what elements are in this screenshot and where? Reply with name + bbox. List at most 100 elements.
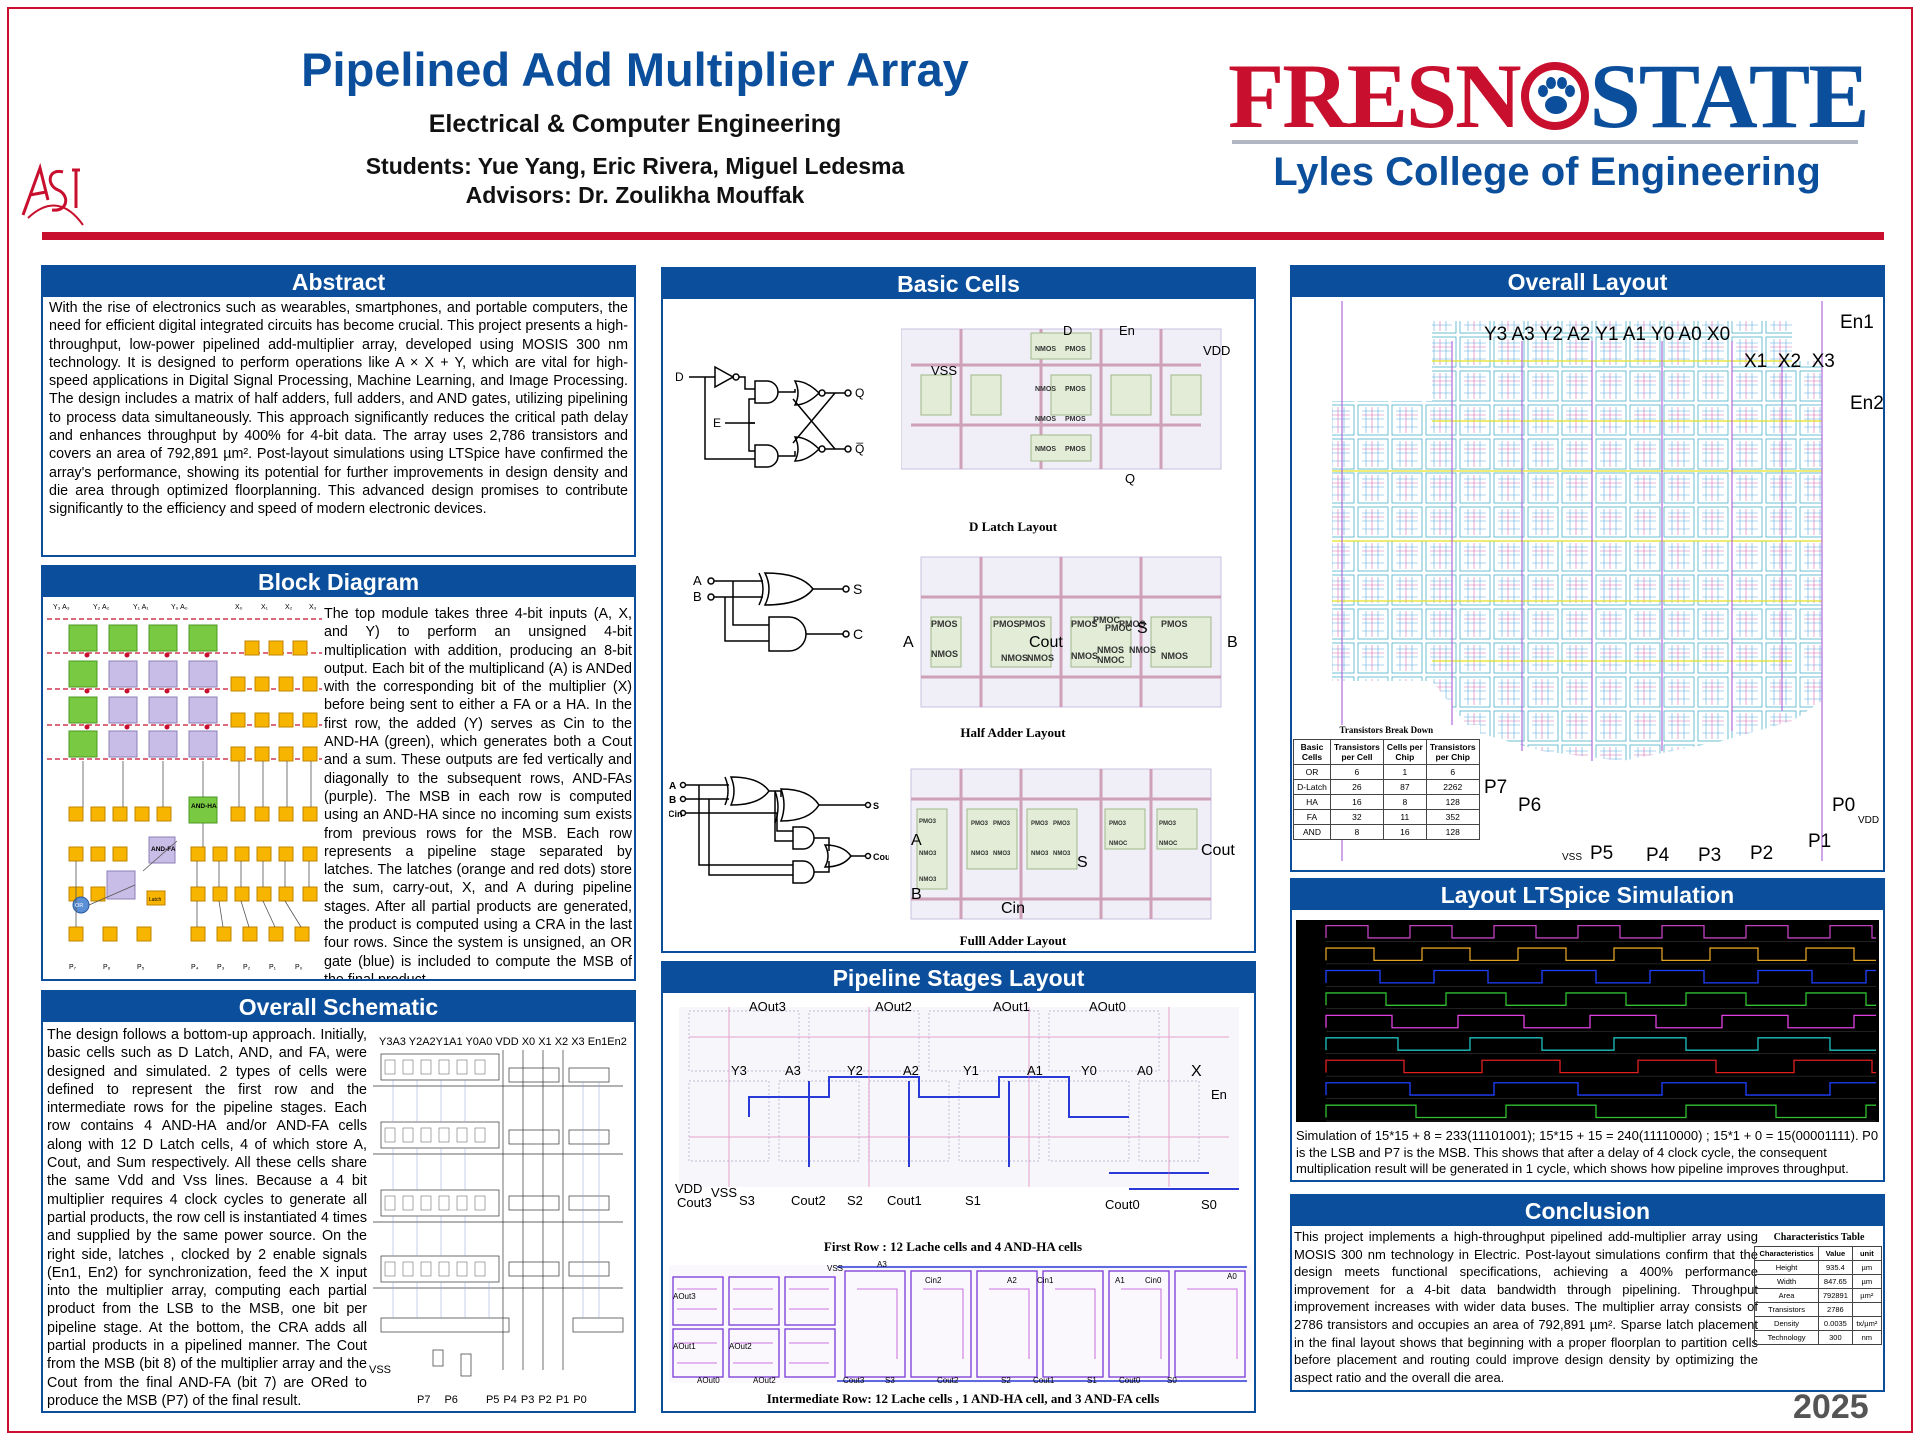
layout-top-labels: Y3 A3 Y2 A2 Y1 A1 Y0 A0 X0 [1484, 324, 1731, 345]
svg-text:Cin: Cin [669, 809, 683, 819]
svg-text:AOut3: AOut3 [673, 1292, 696, 1301]
waveform-trace [1325, 924, 1876, 939]
basic-cells-heading: Basic Cells [663, 269, 1254, 299]
svg-text:PMOC: PMOC [1105, 623, 1133, 633]
svg-text:P₃: P₃ [217, 964, 225, 971]
svg-text:PMOS: PMOS [1019, 619, 1046, 629]
svg-text:Y₀ A₀: Y₀ A₀ [171, 604, 188, 611]
svg-text:D: D [675, 370, 684, 384]
svg-text:S: S [1077, 854, 1088, 871]
d-latch-schematic: D E Q Q̅ [675, 365, 864, 468]
svg-text:NMOS: NMOS [1071, 651, 1098, 661]
svg-text:PMOS: PMOS [1119, 619, 1146, 629]
poster-title: Pipelined Add Multiplier Array [301, 43, 969, 96]
overall-schematic-heading: Overall Schematic [43, 992, 634, 1022]
latch-label: Latch [149, 897, 161, 903]
svg-text:S0: S0 [1167, 1376, 1177, 1385]
svg-text:PMOS: PMOS [1065, 346, 1086, 353]
advisors: Advisors: Dr. Zoulikha Mouffak [465, 182, 805, 208]
svg-text:PMOS: PMOS [993, 619, 1020, 629]
svg-text:A: A [669, 781, 676, 792]
svg-text:Cin0: Cin0 [1145, 1276, 1162, 1285]
svg-text:NMOS: NMOS [931, 649, 958, 659]
half-adder-caption: Half Adder Layout [960, 725, 1066, 740]
transistor-breakdown: Transistors Break Down Basic Cells Trans… [1293, 725, 1480, 840]
svg-text:X₁: X₁ [261, 604, 269, 611]
svg-text:Cout: Cout [873, 852, 889, 862]
pipeline-panel: Pipeline Stages Layout AOut3 AOut2 AOut1… [661, 961, 1256, 1413]
svg-text:NMOC: NMOC [1109, 841, 1128, 847]
ltspice-text: Simulation of 15*15 + 8 = 233(11101001);… [1296, 1128, 1879, 1176]
svg-text:NMO3: NMO3 [1053, 851, 1071, 857]
svg-text:P₂: P₂ [243, 964, 251, 971]
header-rule [42, 232, 1884, 240]
svg-text:PMOS: PMOS [1065, 416, 1086, 423]
svg-text:NMOS: NMOS [1129, 645, 1156, 655]
waveform-trace [1325, 1082, 1876, 1096]
svg-text:NMOC: NMOC [1097, 655, 1125, 665]
transistor-table: Basic Cells Transistors per Cell Cells p… [1293, 739, 1480, 840]
full-adder-caption: Fulll Adder Layout [959, 933, 1067, 948]
year: 2025 [1793, 1388, 1869, 1426]
layout-en1-label: En1 [1840, 312, 1874, 333]
svg-text:Cout1: Cout1 [1033, 1376, 1055, 1385]
svg-text:Cin: Cin [1001, 900, 1025, 917]
overall-layout-panel: Overall Layout Y3 A3 Y2 A2 Y1 A1 Y0 A0 X… [1290, 265, 1885, 872]
waveform-trace [1325, 1014, 1876, 1029]
svg-text:Y₂ A₂: Y₂ A₂ [93, 604, 110, 611]
and-ha-label: AND-HA [191, 803, 217, 810]
first-row-layout [679, 1007, 1239, 1190]
svg-text:NMOS: NMOS [1001, 653, 1028, 663]
svg-text:A3: A3 [877, 1260, 887, 1269]
transistor-table-title: Transistors Break Down [1339, 725, 1434, 735]
waveform-trace [1325, 1037, 1876, 1051]
students: Students: Yue Yang, Eric Rivera, Miguel … [365, 153, 905, 179]
svg-text:NMO3: NMO3 [919, 877, 937, 883]
d-latch-caption: D Latch Layout [968, 519, 1058, 534]
svg-text:A: A [693, 573, 702, 588]
svg-text:P₅: P₅ [137, 964, 145, 971]
svg-text:A0: A0 [1227, 1272, 1237, 1281]
conclusion-heading: Conclusion [1292, 1196, 1883, 1226]
svg-text:NMO3: NMO3 [993, 851, 1011, 857]
waveform-trace [1325, 969, 1876, 984]
conclusion-text: This project implements a high-throughpu… [1294, 1229, 1758, 1385]
svg-text:Y₁ A₁: Y₁ A₁ [133, 604, 149, 611]
svg-text:PMO3: PMO3 [1031, 821, 1049, 827]
svg-text:NMOS: NMOS [1035, 386, 1056, 393]
svg-text:NMOS: NMOS [1097, 645, 1124, 655]
svg-text:Cin1: Cin1 [1037, 1276, 1054, 1285]
svg-text:P₁: P₁ [269, 964, 277, 971]
intermediate-row-caption: Intermediate Row: 12 Lache cells , 1 AND… [766, 1391, 1160, 1406]
svg-text:B: B [1227, 634, 1238, 651]
paw-icon [1520, 62, 1589, 130]
ltspice-panel: Layout LTSpice Simulation Simulation of … [1290, 878, 1885, 1182]
svg-text:A1: A1 [1115, 1276, 1125, 1285]
svg-text:Cout: Cout [1029, 634, 1063, 651]
block-diagram-heading: Block Diagram [43, 567, 634, 597]
basic-cells-panel: Basic Cells D E Q Q̅ NMO [661, 267, 1256, 953]
ltspice-heading: Layout LTSpice Simulation [1292, 880, 1883, 910]
waveform-trace [1325, 947, 1876, 962]
layout-x-labels: X1 X2 X3 [1744, 351, 1835, 372]
svg-text:Y₃ A₃: Y₃ A₃ [53, 604, 70, 611]
svg-text:PMO3: PMO3 [1053, 821, 1071, 827]
svg-text:VSS: VSS [827, 1264, 843, 1273]
svg-text:NMO3: NMO3 [919, 851, 937, 857]
svg-text:PMOS: PMOS [931, 619, 958, 629]
svg-text:AOut2: AOut2 [729, 1342, 752, 1351]
svg-text:A: A [911, 832, 922, 849]
svg-text:PMOS: PMOS [1065, 446, 1086, 453]
svg-text:PMOS: PMOS [1161, 619, 1188, 629]
svg-text:D: D [1063, 323, 1072, 338]
